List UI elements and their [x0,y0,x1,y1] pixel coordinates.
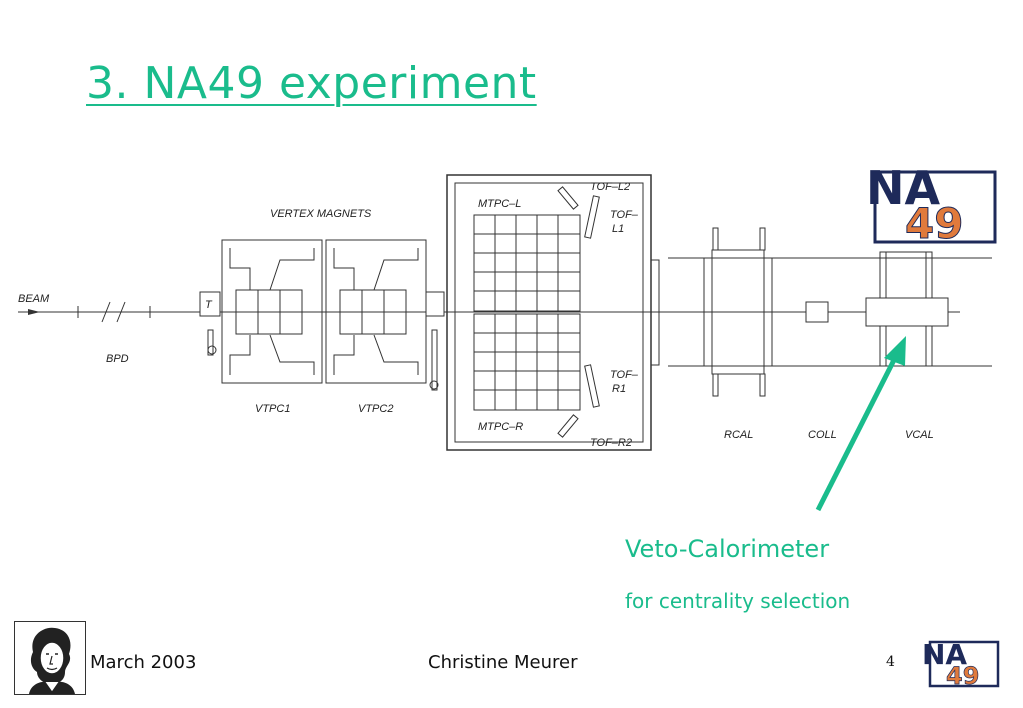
slide-title: 3. NA49 experiment [86,58,537,109]
tof-r2-label: TOF–R2 [590,437,632,449]
vcal-label: VCAL [905,429,934,441]
page-number: 4 [886,654,895,670]
mtpc-r-label: MTPC–R [478,421,523,433]
tof-r1-label-b: R1 [612,383,626,395]
footer-author: Christine Meurer [428,652,578,673]
portrait-icon [29,627,75,694]
mtpc-l-grid [473,214,581,312]
tof-r1-label-a: TOF– [610,369,639,381]
tof-r1-wall [584,364,600,408]
tof-l1-wall [584,195,600,239]
mtpc-l-label: MTPC–L [478,198,521,210]
rcal-label: RCAL [724,429,753,441]
veto-arrow-head [884,336,906,366]
bpd-label: BPD [106,353,129,365]
vtpc1-magnet [221,239,323,384]
na49-logo: NA 49 [866,161,997,249]
na49-logo-text-49: 49 [905,199,963,248]
vtpc1-label: VTPC1 [255,403,290,415]
coll-label: COLL [808,429,837,441]
tof-l2-wall [557,186,579,210]
rcal [703,227,773,397]
vertex-magnets-label: VERTEX MAGNETS [270,208,372,220]
coll [805,301,829,323]
footer-logo-text-na: NA [922,638,967,671]
na49-logo-text-na: NA [866,161,940,215]
vtpc2-label: VTPC2 [358,403,393,415]
veto-arrow [815,356,898,512]
target-label: T [205,299,213,311]
beam-label: BEAM [18,293,50,305]
beam-arrow [28,309,40,315]
veto-calorimeter-title: Veto-Calorimeter [625,535,830,563]
na49-footer-logo: NA 49 [922,638,1000,690]
footer-logo-text-49: 49 [946,662,979,690]
target-box [199,291,221,317]
veto-calorimeter-subtitle: for centrality selection [625,589,851,613]
footer-date: March 2003 [90,652,197,673]
tof-l1-label-b: L1 [612,223,624,235]
portrait-logo [14,621,86,695]
tof-r2-wall [557,414,579,438]
tof-l2-label: TOF–L2 [590,181,630,193]
tof-l1-label-a: TOF– [610,209,639,221]
vcal [865,251,949,367]
mtpc-r-grid [473,313,581,411]
mtpc-housing [446,174,660,451]
